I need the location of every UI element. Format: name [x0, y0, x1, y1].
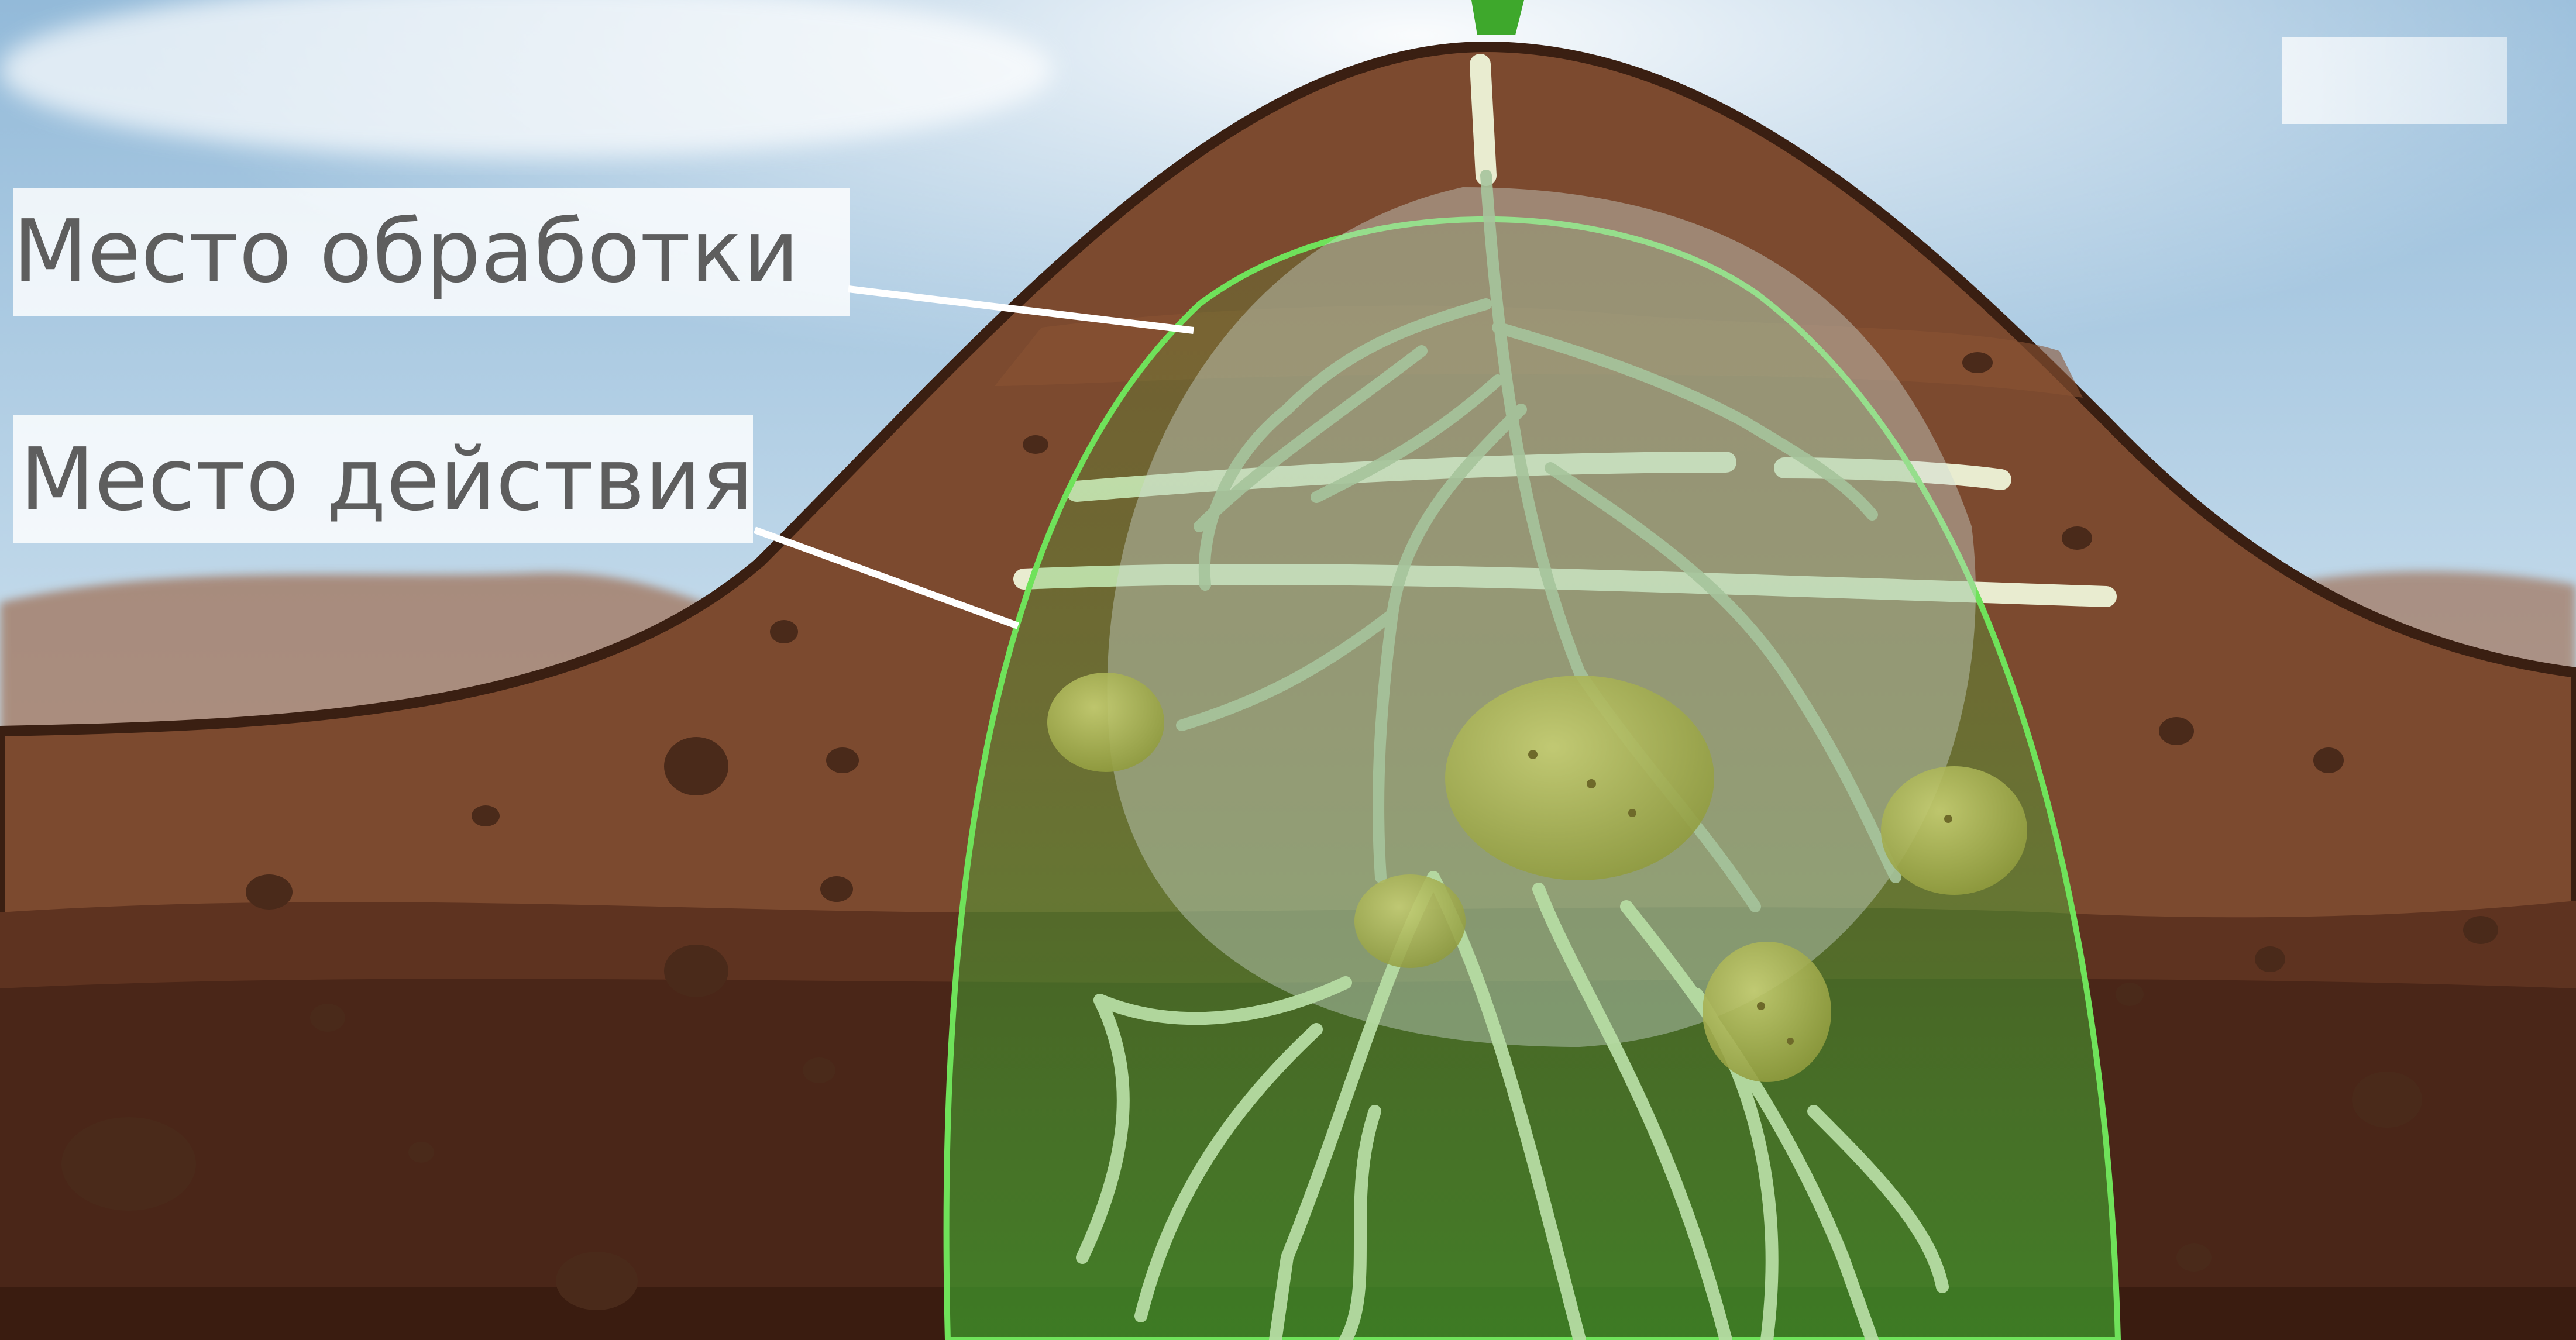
treatment-site-label: Место обработки	[13, 188, 850, 316]
treatment-site-text: Место обработки	[13, 208, 799, 295]
tuber	[1445, 676, 1714, 880]
tuber	[1703, 942, 1831, 1082]
logo-placeholder	[2282, 37, 2507, 124]
action-site-text: Место действия	[20, 436, 754, 523]
tuber	[1881, 766, 2027, 895]
action-site-label: Место действия	[13, 415, 753, 543]
tuber	[1047, 673, 1164, 772]
plant-stem	[1471, 0, 1524, 35]
tuber	[1354, 874, 1466, 968]
